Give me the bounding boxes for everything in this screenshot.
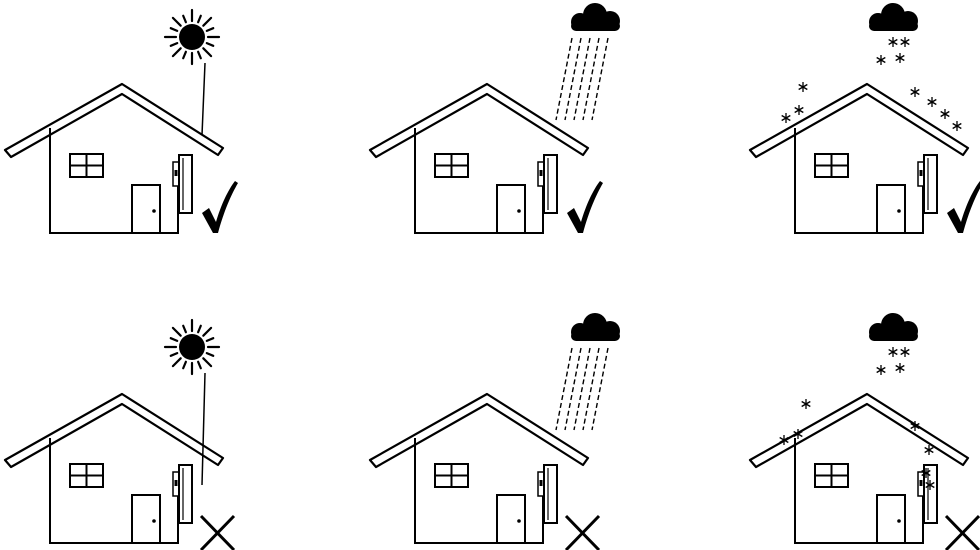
- inverter-icon: [173, 465, 192, 523]
- sun-icon: [165, 10, 219, 64]
- snow-cloud-icon: [782, 3, 962, 131]
- window: [435, 464, 468, 487]
- snowflake-icon: [782, 113, 791, 123]
- window: [435, 154, 468, 177]
- rain-cloud-icon: [556, 3, 620, 120]
- inverter-icon: [173, 155, 192, 213]
- snowflake-icon: [953, 121, 962, 131]
- snowflake-icon: [802, 399, 811, 409]
- door: [132, 495, 160, 543]
- rain-streak: [556, 38, 572, 120]
- window: [70, 154, 103, 177]
- cross-mark-icon: [201, 516, 234, 550]
- cloud: [869, 313, 918, 341]
- inverter-icon: [538, 155, 557, 213]
- inverter-icon: [918, 155, 937, 213]
- sun-ray-line: [202, 63, 205, 135]
- rain-streak: [574, 348, 590, 430]
- window: [815, 464, 848, 487]
- panel-2: [370, 3, 620, 233]
- panel-4: [5, 320, 234, 550]
- house-group: [750, 84, 980, 233]
- check-mark-icon: [947, 181, 980, 233]
- snowflake-icon: [799, 82, 808, 92]
- rain-cloud-icon: [556, 313, 620, 430]
- snowflake-icon: [889, 347, 898, 357]
- snowflake-icon: [941, 109, 950, 119]
- snowflake-icon: [896, 53, 905, 63]
- house-group: [370, 84, 603, 233]
- inverter-icon: [538, 465, 557, 523]
- cloud: [571, 3, 620, 31]
- cross-mark-icon: [566, 516, 599, 550]
- panel-3: [750, 3, 980, 233]
- roof: [5, 394, 223, 467]
- roof: [750, 394, 968, 467]
- rain-streak: [592, 38, 608, 120]
- house-group: [750, 394, 979, 550]
- snowflake-icon: [901, 347, 910, 357]
- sun-icon: [165, 320, 219, 374]
- roof: [370, 394, 588, 467]
- rain-streak: [574, 38, 590, 120]
- roof: [370, 84, 588, 157]
- roof: [5, 84, 223, 157]
- rain-streak: [565, 348, 581, 430]
- snowflake-icon: [877, 365, 886, 375]
- snowflake-icon: [911, 87, 920, 97]
- door: [132, 185, 160, 233]
- snowflake-icon: [889, 37, 898, 47]
- snowflake-icon: [795, 105, 804, 115]
- rain-streak: [556, 348, 572, 430]
- cloud: [869, 3, 918, 31]
- house-group: [5, 394, 234, 550]
- door: [497, 185, 525, 233]
- panel-1: [5, 10, 238, 233]
- snowflake-icon: [901, 37, 910, 47]
- door: [877, 185, 905, 233]
- cross-mark-icon: [946, 516, 979, 550]
- window: [70, 464, 103, 487]
- rain-streak: [592, 348, 608, 430]
- cloud: [571, 313, 620, 341]
- rain-streak: [565, 38, 581, 120]
- check-mark-icon: [567, 181, 603, 233]
- rain-streak: [583, 348, 599, 430]
- panel-5: [370, 313, 620, 550]
- door: [877, 495, 905, 543]
- snowflake-icon: [928, 97, 937, 107]
- snowflake-icon: [896, 363, 905, 373]
- rain-streak: [583, 38, 599, 120]
- house-group: [370, 394, 599, 550]
- sun-ray-line: [202, 373, 205, 485]
- panel-6: [750, 313, 979, 550]
- window: [815, 154, 848, 177]
- door: [497, 495, 525, 543]
- check-mark-icon: [202, 181, 238, 233]
- snowflake-icon: [877, 55, 886, 65]
